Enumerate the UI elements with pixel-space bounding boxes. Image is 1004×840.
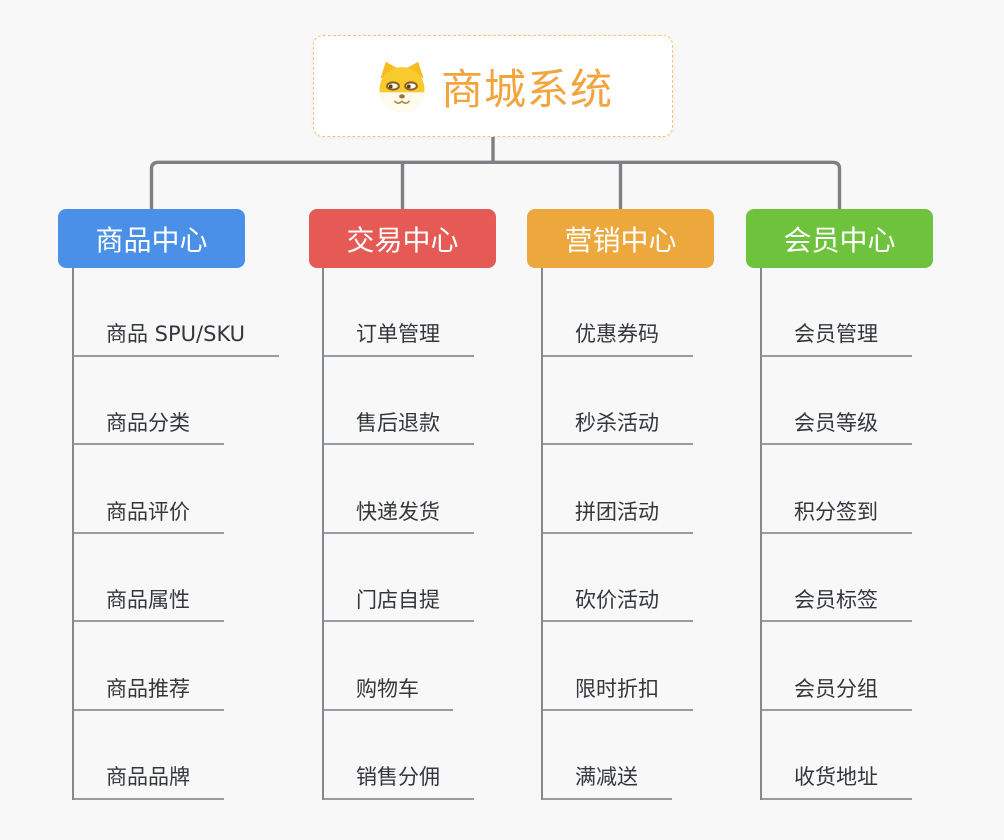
child-topic-label: 限时折扣 xyxy=(543,677,693,711)
child-topic[interactable]: 购物车 xyxy=(324,622,474,711)
child-topic[interactable]: 收货地址 xyxy=(762,711,912,800)
root-node[interactable]: 商城系统 xyxy=(313,35,673,137)
child-topic[interactable]: 商品属性 xyxy=(74,534,279,623)
branch-node-marketing-center[interactable]: 营销中心 xyxy=(527,209,714,268)
child-topic[interactable]: 商品推荐 xyxy=(74,622,279,711)
child-topic-label: 购物车 xyxy=(324,677,453,711)
child-topic-label: 优惠券码 xyxy=(543,322,693,357)
branch-label: 商品中心 xyxy=(95,223,208,257)
child-topic-label: 商品属性 xyxy=(74,588,224,623)
child-topic-label: 会员标签 xyxy=(762,588,912,623)
child-topic-label: 商品 SPU/SKU xyxy=(74,322,280,357)
child-topic-label: 拼团活动 xyxy=(543,500,693,534)
branch-children-member-center: 会员管理 会员等级 积分签到 会员标签 会员分组 收货地址 xyxy=(760,268,912,800)
branch-children-trade-center: 订单管理 售后退款 快递发货 门店自提 购物车 销售分佣 xyxy=(322,268,474,800)
child-topic[interactable]: 秒杀活动 xyxy=(543,357,693,446)
child-topic-label: 销售分佣 xyxy=(324,765,474,800)
child-topic[interactable]: 售后退款 xyxy=(324,357,474,446)
branch-children-product-center: 商品 SPU/SKU 商品分类 商品评价 商品属性 商品推荐 商品品牌 xyxy=(72,268,280,800)
child-topic-label: 快递发货 xyxy=(324,500,474,534)
child-topic-label: 会员管理 xyxy=(762,322,912,357)
child-topic-label: 收货地址 xyxy=(762,765,912,800)
child-topic[interactable]: 快递发货 xyxy=(324,445,474,534)
dog-face-icon xyxy=(379,61,425,113)
child-topic[interactable]: 会员管理 xyxy=(762,268,912,357)
branch-children-marketing-center: 优惠券码 秒杀活动 拼团活动 砍价活动 限时折扣 满减送 xyxy=(541,268,693,800)
child-topic-label: 砍价活动 xyxy=(543,588,693,623)
branch-label: 营销中心 xyxy=(564,223,677,257)
child-topic[interactable]: 门店自提 xyxy=(324,534,474,623)
root-title: 商城系统 xyxy=(440,64,613,114)
child-topic-label: 订单管理 xyxy=(324,322,474,357)
branch-node-trade-center[interactable]: 交易中心 xyxy=(309,209,496,268)
child-topic-label: 商品评价 xyxy=(74,500,224,534)
child-topic[interactable]: 订单管理 xyxy=(324,268,474,357)
child-topic[interactable]: 满减送 xyxy=(543,711,693,800)
child-topic-label: 满减送 xyxy=(543,765,672,800)
child-topic[interactable]: 销售分佣 xyxy=(324,711,474,800)
child-topic-label: 商品分类 xyxy=(74,411,224,446)
child-topic[interactable]: 积分签到 xyxy=(762,445,912,534)
child-topic-label: 会员等级 xyxy=(762,411,912,446)
child-topic[interactable]: 拼团活动 xyxy=(543,445,693,534)
child-topic-label: 商品品牌 xyxy=(74,765,224,800)
child-topic[interactable]: 会员标签 xyxy=(762,534,912,623)
branch-label: 交易中心 xyxy=(346,223,459,257)
child-topic[interactable]: 商品 SPU/SKU xyxy=(74,268,280,357)
child-topic-label: 会员分组 xyxy=(762,677,912,711)
child-topic[interactable]: 商品品牌 xyxy=(74,711,279,800)
child-topic[interactable]: 砍价活动 xyxy=(543,534,693,623)
child-topic[interactable]: 限时折扣 xyxy=(543,622,693,711)
child-topic-label: 售后退款 xyxy=(324,411,474,446)
child-topic-label: 商品推荐 xyxy=(74,677,224,711)
child-topic-label: 积分签到 xyxy=(762,500,912,534)
child-topic[interactable]: 商品分类 xyxy=(74,357,279,446)
branch-node-member-center[interactable]: 会员中心 xyxy=(746,209,933,268)
child-topic[interactable]: 会员等级 xyxy=(762,357,912,446)
child-topic[interactable]: 商品评价 xyxy=(74,445,279,534)
branch-node-product-center[interactable]: 商品中心 xyxy=(58,209,245,268)
child-topic[interactable]: 优惠券码 xyxy=(543,268,693,357)
child-topic-label: 门店自提 xyxy=(324,588,474,623)
child-topic-label: 秒杀活动 xyxy=(543,411,693,446)
branch-label: 会员中心 xyxy=(783,223,896,257)
child-topic[interactable]: 会员分组 xyxy=(762,622,912,711)
